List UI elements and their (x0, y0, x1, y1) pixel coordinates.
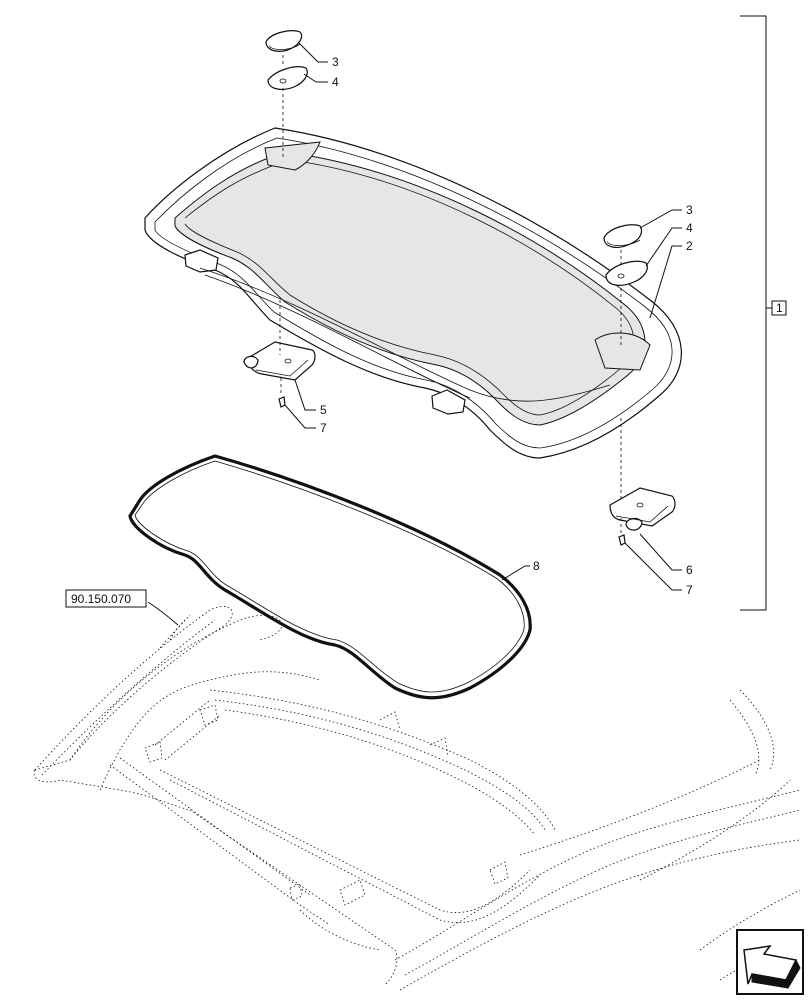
reference-label[interactable]: 90.150.070 (71, 592, 131, 606)
callout-7-left: 7 (320, 421, 327, 435)
hinge-bracket-part-6 (609, 487, 676, 531)
callout-5: 5 (320, 403, 327, 417)
reference-link[interactable]: 90.150.070 (65, 589, 147, 608)
assembly-bracket: 1 (740, 15, 787, 611)
leader-lines (147, 41, 682, 626)
callout-3-right: 3 (686, 203, 693, 217)
screw-part-7-left (278, 396, 286, 408)
callout-4-top: 4 (332, 75, 339, 89)
window-seal-part-8 (128, 454, 532, 700)
assembly-label-box (771, 300, 787, 316)
gasket-part-4-top (267, 66, 308, 90)
callout-4-right: 4 (686, 221, 693, 235)
callout-6: 6 (686, 563, 693, 577)
hinge-bracket-part-5 (243, 341, 316, 381)
callout-3-top: 3 (332, 55, 339, 69)
gasket-part-4-right (605, 260, 648, 286)
roof-hatch-panel-part-2 (144, 127, 682, 459)
reference-label-box[interactable] (65, 589, 147, 608)
arrow-back-icon[interactable] (736, 929, 804, 995)
cap-part-3-top (265, 30, 303, 52)
cab-roof-outline (33, 605, 801, 991)
screw-part-7-right (618, 534, 626, 546)
callout-7-right: 7 (686, 583, 693, 597)
callout-8: 8 (533, 559, 540, 573)
callout-2: 2 (686, 239, 693, 253)
assembly-label-1: 1 (776, 301, 783, 315)
cap-part-3-right (603, 224, 643, 248)
